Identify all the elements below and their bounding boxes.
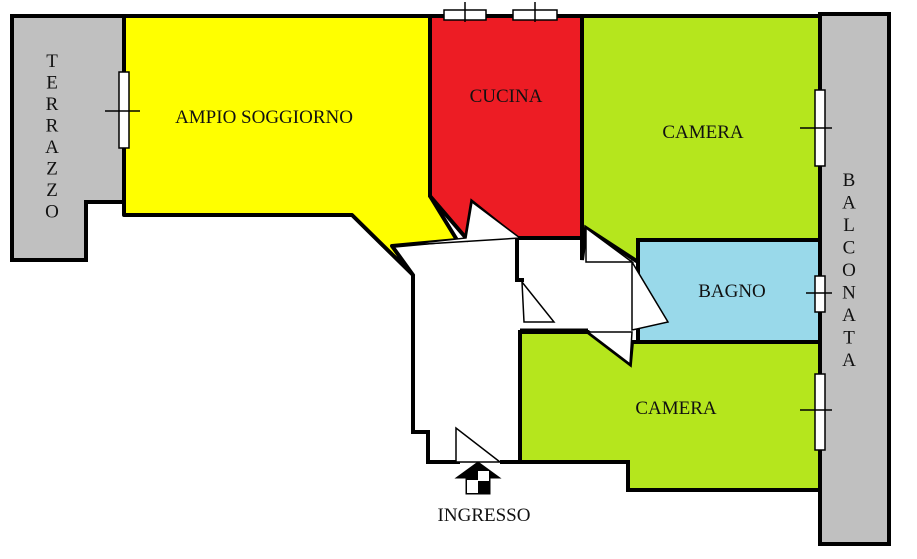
vertical-label-letter: A — [842, 305, 856, 326]
door-swing-camera-bottom — [585, 331, 633, 366]
terrazzo-area — [10, 14, 126, 262]
window-camera-bottom — [800, 373, 832, 451]
vertical-label-letter: C — [843, 238, 856, 259]
vertical-label-letter: L — [843, 215, 855, 236]
label-soggiorno: AMPIO SOGGIORNO — [175, 107, 353, 128]
window-bagno — [806, 275, 832, 313]
label-camera-top: CAMERA — [662, 122, 744, 143]
vertical-label-letter: A — [45, 137, 59, 158]
vertical-label-letter: A — [842, 193, 856, 214]
hall-wall-left — [411, 275, 460, 464]
door-swing-camera-top — [585, 226, 635, 263]
vertical-label-letter: E — [46, 73, 58, 94]
door-swing-soggiorno — [392, 200, 523, 247]
soggiorno-area — [122, 14, 459, 277]
door-swing-ingresso — [455, 426, 503, 463]
label-cucina: CUCINA — [470, 86, 543, 107]
vertical-label-letter: Z — [46, 180, 58, 201]
label-ingresso: INGRESSO — [438, 505, 531, 526]
vertical-label-letter: T — [843, 328, 855, 349]
vertical-label-letter: O — [842, 260, 856, 281]
hall-wall-mid — [515, 238, 524, 282]
vertical-label-letter: B — [843, 170, 856, 191]
vertical-label-letter: O — [45, 202, 59, 223]
label-camera-bottom: CAMERA — [635, 398, 717, 419]
window-cucina-2 — [512, 2, 558, 22]
door-swing-bagno — [631, 259, 670, 331]
vertical-label-letter: R — [46, 116, 59, 137]
cucina-area — [428, 14, 584, 243]
door-swing-hall — [521, 279, 556, 323]
window-cucina-1 — [443, 2, 487, 22]
hall-wall-right — [500, 332, 522, 464]
vertical-label-letter: T — [46, 51, 58, 72]
entrance-arrow-icon — [454, 461, 502, 495]
vertical-label-letter: R — [46, 94, 59, 115]
label-bagno: BAGNO — [698, 281, 766, 302]
window-terrazzo — [105, 71, 140, 149]
vertical-label-letter: A — [842, 350, 856, 371]
window-camera-top — [800, 89, 832, 167]
vertical-label-letter: Z — [46, 159, 58, 180]
vertical-label-letter: N — [842, 283, 856, 304]
